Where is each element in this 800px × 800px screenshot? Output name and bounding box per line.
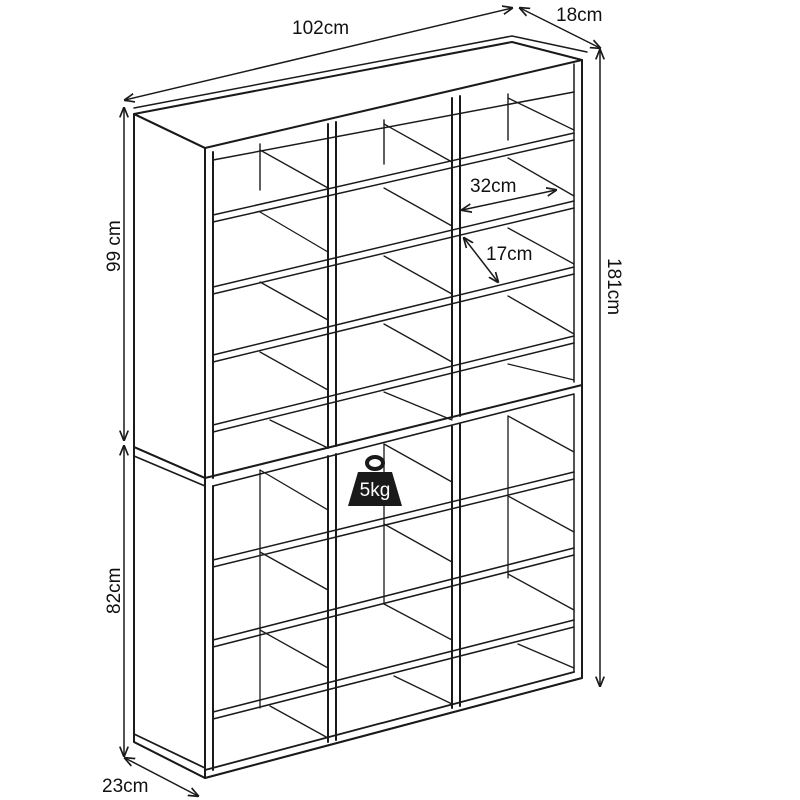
upper-side-panel: [133, 113, 206, 479]
cubby-width-label: 32cm: [470, 176, 516, 197]
lower-height-label: 82cm: [104, 568, 125, 614]
cubby-depth-label: 17cm: [486, 244, 532, 265]
upper-shelves: [212, 91, 575, 449]
lower-shelves: [212, 415, 575, 739]
kettlebell-weight-icon: 5kg: [348, 455, 402, 506]
cubby-width-dimension-arrow: [462, 190, 556, 210]
lower-divider-1: [327, 453, 337, 743]
lower-divider-2: [451, 423, 461, 709]
upper-divider-2: [451, 95, 461, 419]
top-depth-label: 18cm: [556, 5, 602, 26]
total-height-label: 181cm: [603, 258, 624, 315]
upper-divider-1: [327, 121, 337, 449]
bottom-depth-dimension-arrow: [125, 758, 198, 796]
top-depth-dimension-arrow: [520, 8, 600, 48]
bottom-depth-label: 23cm: [102, 776, 148, 797]
cubby-depth-dimension-arrow: [464, 238, 498, 282]
upper-cabinet: [133, 35, 588, 479]
top-width-label: 102cm: [292, 18, 349, 39]
width-dimension-arrow: [125, 8, 512, 100]
dimension-lines: [124, 8, 600, 796]
dimension-labels: 102cm 18cm 99 cm 181cm 82cm 23cm 32cm 17…: [102, 5, 624, 797]
weight-label: 5kg: [360, 480, 391, 501]
lower-side-panel: [133, 446, 206, 779]
lower-base: [133, 671, 583, 779]
upper-height-label: 99 cm: [104, 220, 125, 272]
lower-cabinet: [133, 384, 583, 779]
upper-front-left: [204, 147, 214, 479]
